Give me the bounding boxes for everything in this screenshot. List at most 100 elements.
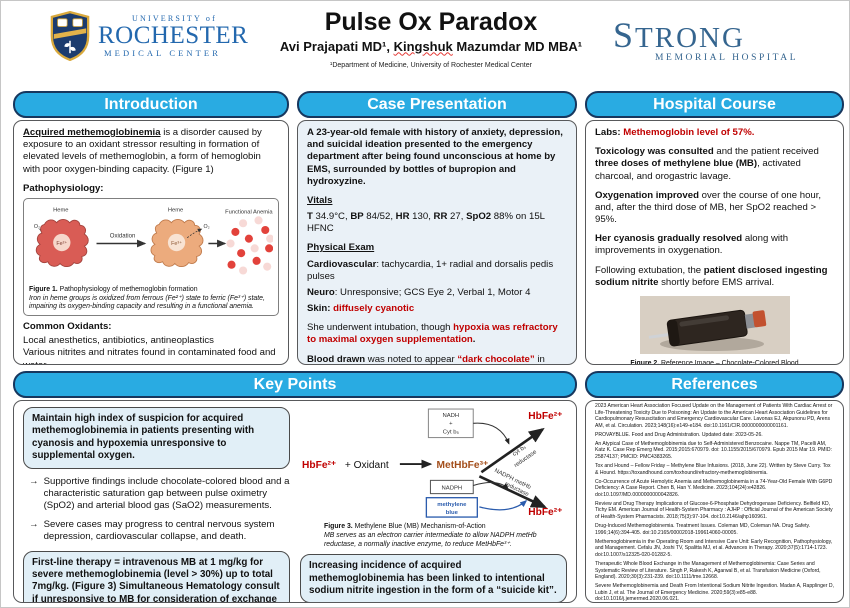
exam-skin: Skin: diffusely cyanotic — [307, 303, 567, 315]
blood-lead: Blood drawn — [307, 353, 366, 365]
vital-key: BP — [350, 211, 364, 223]
intubation-text: She underwent intubation, though — [307, 322, 454, 334]
cyanosis-text: along with improvements in oxygenation. — [595, 233, 789, 257]
fe3-label: Fe³⁺ — [171, 241, 182, 247]
tox-bold-2: three doses of methylene blue (MB) — [595, 158, 758, 170]
reference-item: 2023 American Heart Association Focused … — [595, 403, 833, 429]
figure-1-caption-label: Figure 1. — [29, 286, 58, 294]
intro-definition-text: is a disorder caused by exposure to an o… — [23, 127, 262, 175]
ur-crest-icon — [50, 11, 90, 61]
figure-1-caption: Figure 1. Pathophysiology of methemoglob… — [29, 286, 273, 295]
key-point-bullet-2: →Severe cases may progress to central ne… — [29, 519, 290, 543]
fe2-label: Fe²⁺ — [56, 241, 67, 247]
oxidation-label: Oxidation — [110, 234, 136, 240]
figure-2-photo — [639, 295, 790, 354]
key-points-body: Maintain high index of suspicion for acq… — [13, 400, 577, 603]
functional-anemia-label: Functional Anemia — [225, 209, 273, 215]
heme-right-label: Heme — [168, 208, 183, 214]
toxicology-paragraph: Toxicology was consulted and the patient… — [595, 146, 834, 183]
exam-skin-sep: : — [327, 303, 334, 315]
exam-skin-finding: diffusely cyanotic — [333, 303, 415, 315]
figure-2-caption-text: Reference Image – Chocolate-Colored Bloo… — [659, 360, 799, 365]
reference-item: Drug-Induced Methemoglobinemia. Treatmen… — [595, 523, 811, 536]
intro-term: Acquired methemoglobinemia — [23, 127, 161, 138]
blood-paragraph: Blood drawn was noted to appear “dark ch… — [307, 353, 567, 365]
intubation-paragraph: She underwent intubation, though hypoxia… — [307, 322, 567, 346]
reference-item: An Atypical Case of Methemoglobinemia du… — [595, 440, 832, 461]
exam-neuro: Neuro: Unresponsive; GCS Eye 2, Verbal 1… — [307, 287, 567, 299]
figure-1-caption-text: Pathophysiology of methemoglobin formati… — [57, 286, 198, 294]
key-point-bullet-1: →Supportive findings include chocolate-c… — [29, 476, 290, 513]
key-points-section: Key Points Maintain high index of suspic… — [13, 371, 577, 603]
anemia-dots — [226, 216, 275, 275]
figure-1: Heme O₂ Fe²⁺ Oxidation Heme Fe³⁺ O₂ Func… — [23, 197, 279, 316]
hospital-course-title: Hospital Course — [653, 95, 776, 113]
oxy-bold: Oxygenation improved — [595, 189, 699, 201]
poster-affiliation: ¹Department of Medicine, University of R… — [330, 61, 532, 69]
references-section-header: References — [585, 371, 844, 398]
blood-end: in color. (Figure 2) — [537, 353, 545, 365]
ur-logo-line2: ROCHESTER — [98, 21, 249, 49]
methylene-blue-label-2: blue — [446, 510, 459, 516]
intubation-end: . — [472, 334, 476, 346]
cyanosis-paragraph: Her cyanosis gradually resolved along wi… — [595, 233, 834, 257]
common-oxidants-label: Common Oxidants: — [23, 320, 112, 332]
figure-1-caption-italic: Iron in heme groups is oxidized from fer… — [29, 294, 265, 311]
references-title: References — [671, 375, 758, 393]
case-summary: A 23-year-old female with history of anx… — [307, 127, 563, 187]
extubation-paragraph: Following extubation, the patient disclo… — [595, 265, 834, 289]
strong-logo-line1: STRONG — [613, 15, 745, 55]
nadph-label: NADPH — [441, 486, 462, 492]
pathophysiology-label: Pathophysiology: — [23, 182, 104, 194]
reference-item: Therapeutic Whole Blood Exchange in the … — [595, 560, 821, 581]
extubation-text-2: shortly before EMS arrival. — [658, 276, 775, 288]
blood-highlight: “dark chocolate” — [457, 353, 535, 365]
methylene-blue-label-1: methylene — [437, 502, 467, 508]
hbfe2-top-label: HbFe²⁺ — [528, 411, 562, 422]
hospital-course-body: Labs: Methemoglobin level of 57%. Toxico… — [585, 120, 844, 365]
reference-item: Co-Occurrence of Acute Hemolytic Anemia … — [595, 478, 833, 498]
nadh-label: NADH — [442, 413, 459, 419]
vital-key: HR — [395, 211, 410, 223]
figure-2-caption-label: Figure 2. — [630, 360, 660, 365]
exam-cardiovascular: Cardiovascular: tachycardia, 1+ radial a… — [307, 259, 567, 283]
introduction-body: Acquired methemoglobinemia is a disorder… — [13, 120, 289, 365]
blood-text: was noted to appear — [365, 353, 458, 365]
oxidant-item: Local anesthetics, antibiotics, antineop… — [23, 335, 214, 347]
nadph-box — [429, 479, 474, 495]
references-section: References 2023 American Heart Associati… — [585, 371, 844, 603]
case-presentation-title: Case Presentation — [367, 95, 507, 113]
methylene-blue-box — [425, 497, 478, 518]
o2-right-label: O₂ — [204, 224, 210, 230]
labs-paragraph: Labs: Methemoglobin level of 57%. — [595, 127, 834, 139]
strong-logo-line2: MEMORIAL HOSPITAL — [655, 53, 799, 63]
case-presentation-section-header: Case Presentation — [297, 91, 577, 118]
figure-3-diagram: HbFe²⁺ + Oxidant MetHbFe³⁺ NADH + Cyt b₅… — [302, 408, 563, 518]
introduction-section: Introduction Acquired methemoglobinemia … — [13, 91, 289, 365]
vitals-label: Vitals — [307, 194, 333, 206]
plus-oxidant-label: + Oxidant — [345, 460, 389, 471]
tox-text-1: and the patient received — [713, 146, 819, 158]
hospital-course-section-header: Hospital Course — [585, 91, 844, 118]
references-body: 2023 American Heart Association Focused … — [585, 400, 844, 603]
intubation-highlight: hypoxia was refractory to maximal oxygen… — [307, 322, 558, 346]
vital-value: 88% on 15L HFNC — [307, 211, 545, 235]
strong-memorial-logo: STRONG MEMORIAL HOSPITAL — [613, 15, 833, 64]
figure-1-diagram: Heme O₂ Fe²⁺ Oxidation Heme Fe³⁺ O₂ Func… — [34, 208, 275, 275]
vitals-line: T 34.9°C, BP 84/52, HR 130, RR 27, SpO2 … — [307, 211, 567, 235]
author-2-first-name: Kingshuk — [393, 38, 453, 54]
figure-3-caption-label: Figure 3. — [324, 523, 353, 531]
o2-left-label: O₂ — [34, 224, 40, 230]
exam-cv-label: Cardiovascular — [307, 258, 377, 270]
arrow-icon: → — [29, 475, 39, 487]
exam-skin-label: Skin — [307, 303, 328, 315]
exam-neuro-text: : Unresponsive; GCS Eye 2, Verbal 1, Mot… — [334, 286, 531, 298]
hospital-course-section: Hospital Course Labs: Methemoglobin leve… — [585, 91, 844, 365]
extubation-text-1: Following extubation, the — [595, 264, 704, 276]
nadh-box — [427, 408, 474, 439]
vital-key: T — [307, 211, 313, 223]
labs-result: Methemoglobin level of 57%. — [623, 127, 755, 138]
cyanosis-bold: Her cyanosis gradually resolved — [595, 233, 743, 245]
reference-item: Review and Drug Therapy Implications of … — [595, 500, 833, 521]
